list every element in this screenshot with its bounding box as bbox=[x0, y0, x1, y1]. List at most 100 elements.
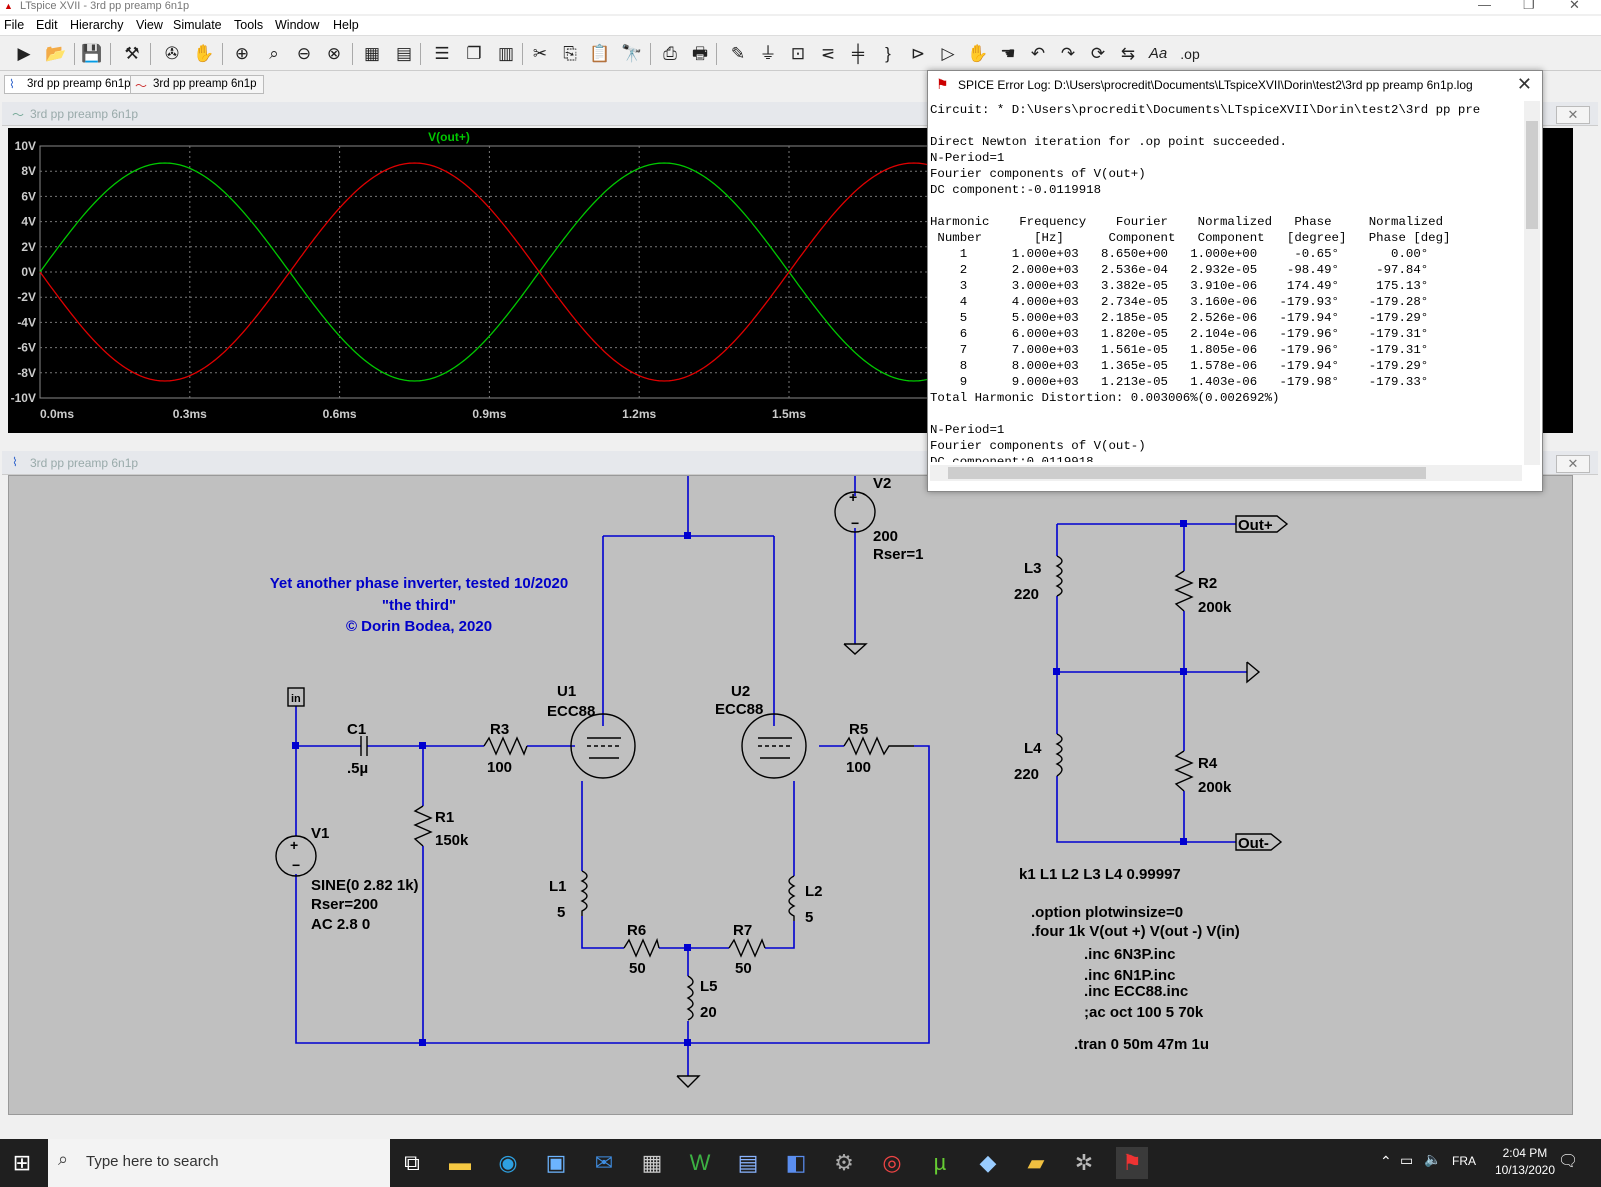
tray-chevron-icon[interactable]: ⌃ bbox=[1380, 1153, 1392, 1169]
notes-icon[interactable]: ◆ bbox=[979, 1150, 997, 1175]
menu-simulate[interactable]: Simulate bbox=[173, 18, 222, 32]
component-icon[interactable]: ▷ bbox=[941, 44, 955, 63]
menu-help[interactable]: Help bbox=[333, 18, 359, 32]
zoom-in-icon[interactable]: ⊕ bbox=[234, 44, 250, 63]
drag-icon[interactable]: ☚ bbox=[1000, 44, 1016, 63]
vertical-scroll-thumb[interactable] bbox=[1526, 121, 1538, 229]
copy-icon[interactable]: ⎘ bbox=[563, 44, 577, 63]
schematic-icon: ⌇ bbox=[12, 455, 18, 469]
chrome-icon[interactable]: ◎ bbox=[882, 1150, 902, 1175]
plot-close-button[interactable]: ✕ bbox=[1556, 106, 1590, 124]
settings-icon[interactable]: ⚙ bbox=[834, 1150, 854, 1175]
autorange-icon[interactable]: ▦ bbox=[363, 44, 381, 63]
zoom-fit-icon[interactable]: ⊗ bbox=[326, 44, 342, 63]
word-icon[interactable]: W bbox=[689, 1150, 711, 1175]
close-button[interactable]: ✕ bbox=[1569, 0, 1580, 12]
redo-icon[interactable]: ↷ bbox=[1060, 44, 1076, 63]
r3-name: R3 bbox=[490, 721, 509, 738]
folder-icon[interactable]: ▰ bbox=[1027, 1150, 1045, 1175]
notification-icon[interactable]: 🗨 bbox=[1558, 1153, 1579, 1170]
menu-hierarchy[interactable]: Hierarchy bbox=[70, 18, 124, 32]
schematic-pane[interactable]: +− +− Yet another phase inverter, tested… bbox=[8, 475, 1573, 1115]
schematic-close-button[interactable]: ✕ bbox=[1556, 455, 1590, 473]
run-icon[interactable]: ▶ bbox=[17, 44, 31, 63]
taskbar-search[interactable]: ⌕ Type here to search bbox=[48, 1139, 390, 1187]
error-log-titlebar[interactable]: ⚑ SPICE Error Log: D:\Users\procredit\Do… bbox=[928, 71, 1542, 99]
calculator-icon[interactable]: ▦ bbox=[641, 1150, 663, 1175]
cut-icon[interactable]: ✂ bbox=[532, 44, 548, 63]
clock-date: 10/13/2020 bbox=[1494, 1163, 1555, 1177]
edge-icon[interactable]: ◉ bbox=[498, 1150, 518, 1175]
gear-icon[interactable]: ✲ bbox=[1074, 1150, 1094, 1175]
trace-label[interactable]: V(out+) bbox=[428, 130, 470, 144]
print-icon[interactable]: ⎙ bbox=[663, 44, 677, 63]
tab-schematic[interactable]: ⌇ 3rd pp preamp 6n1p bbox=[4, 75, 138, 94]
log-line: 1 1.000e+03 8.650e+00 1.000e+00 -0.65° 0… bbox=[930, 247, 1429, 261]
inductor-icon[interactable]: } bbox=[885, 44, 891, 63]
r2-value: 200k bbox=[1198, 599, 1232, 616]
capacitor-icon[interactable]: ╪ bbox=[851, 44, 865, 63]
spice-directive-icon[interactable]: .op bbox=[1180, 46, 1200, 62]
restore-button[interactable]: ❐ bbox=[1523, 0, 1535, 12]
cascade-icon[interactable]: ❐ bbox=[466, 44, 482, 63]
menu-tools[interactable]: Tools bbox=[234, 18, 264, 32]
save-icon[interactable]: 💾 bbox=[81, 44, 103, 63]
language-indicator[interactable]: FRA bbox=[1452, 1154, 1476, 1168]
undo-icon[interactable]: ↶ bbox=[1030, 44, 1046, 63]
ground-icon[interactable]: ⏚ bbox=[759, 44, 777, 63]
y-tick-label: -10V bbox=[11, 391, 36, 405]
menu-window[interactable]: Window bbox=[275, 18, 320, 32]
diode-icon[interactable]: ⊳ bbox=[910, 44, 926, 63]
mail-icon[interactable]: ✉ bbox=[594, 1150, 614, 1175]
error-log-vertical-scrollbar[interactable] bbox=[1524, 101, 1540, 465]
halt-icon[interactable]: ✇ bbox=[164, 44, 180, 63]
l4-name: L4 bbox=[1024, 740, 1042, 757]
log-line bbox=[930, 406, 1520, 422]
resistor-icon[interactable]: ⋜ bbox=[820, 44, 836, 63]
utorrent-icon[interactable]: µ bbox=[933, 1150, 947, 1175]
print-setup-icon[interactable]: 🖶 bbox=[691, 44, 709, 63]
move-icon[interactable]: ✋ bbox=[967, 44, 989, 63]
l2-name: L2 bbox=[805, 883, 823, 900]
zoom-area-icon[interactable]: ⌕ bbox=[269, 44, 279, 63]
tile-vertical-icon[interactable]: ▥ bbox=[497, 44, 515, 63]
ltspice-taskbar-icon[interactable]: ⚑ bbox=[1116, 1147, 1148, 1179]
task-view-icon[interactable]: ⧉ bbox=[404, 1150, 420, 1175]
control-panel-icon[interactable]: ⚒ bbox=[124, 44, 140, 63]
mirror-icon[interactable]: ⇆ bbox=[1120, 44, 1136, 63]
draw-wire-icon[interactable]: ✎ bbox=[730, 44, 746, 63]
menu-file[interactable]: File bbox=[4, 18, 25, 32]
menu-view[interactable]: View bbox=[136, 18, 163, 32]
minimize-button[interactable]: — bbox=[1478, 0, 1491, 12]
rotate-icon[interactable]: ⟳ bbox=[1090, 44, 1106, 63]
horizontal-scroll-thumb[interactable] bbox=[948, 467, 1426, 479]
spice-error-log-window[interactable]: ⚑ SPICE Error Log: D:\Users\procredit\Do… bbox=[927, 70, 1543, 492]
outlook-icon[interactable]: ◧ bbox=[785, 1150, 807, 1175]
error-log-text[interactable]: Circuit: * D:\Users\procredit\Documents\… bbox=[930, 102, 1520, 462]
file-explorer-icon[interactable]: ▬ bbox=[449, 1150, 471, 1175]
pan-icon[interactable]: ✋ bbox=[193, 44, 215, 63]
open-icon[interactable]: 📂 bbox=[45, 44, 67, 63]
start-icon[interactable]: ⊞ bbox=[12, 1150, 32, 1175]
tab-waveform[interactable]: 〜 3rd pp preamp 6n1p bbox=[130, 75, 264, 94]
x-tick-label: 0.0ms bbox=[40, 407, 74, 421]
log-line: DC component:-0.0119918 bbox=[930, 183, 1102, 197]
store-icon[interactable]: ▣ bbox=[545, 1150, 567, 1175]
svg-text:+: + bbox=[290, 837, 298, 853]
svg-text:−: − bbox=[292, 857, 300, 873]
error-log-horizontal-scrollbar[interactable] bbox=[930, 465, 1522, 481]
label-net-icon[interactable]: ⊡ bbox=[790, 44, 806, 63]
menu-edit[interactable]: Edit bbox=[36, 18, 58, 32]
volume-icon[interactable]: 🔈 bbox=[1424, 1151, 1442, 1167]
grid-icon[interactable]: ▤ bbox=[395, 44, 413, 63]
calc-icon[interactable]: ▤ bbox=[737, 1150, 759, 1175]
find-icon[interactable]: 🔭 bbox=[621, 44, 643, 63]
system-clock[interactable]: 2:04 PM 10/13/2020 bbox=[1495, 1145, 1555, 1179]
paste-icon[interactable]: 📋 bbox=[589, 44, 611, 63]
text-icon[interactable]: Aa bbox=[1148, 45, 1168, 62]
error-log-close-button[interactable]: ✕ bbox=[1516, 74, 1532, 94]
network-icon[interactable]: ▭ bbox=[1400, 1152, 1414, 1168]
tile-horizontal-icon[interactable]: ☰ bbox=[434, 44, 450, 63]
zoom-out-icon[interactable]: ⊖ bbox=[296, 44, 312, 63]
r1-name: R1 bbox=[435, 809, 454, 826]
